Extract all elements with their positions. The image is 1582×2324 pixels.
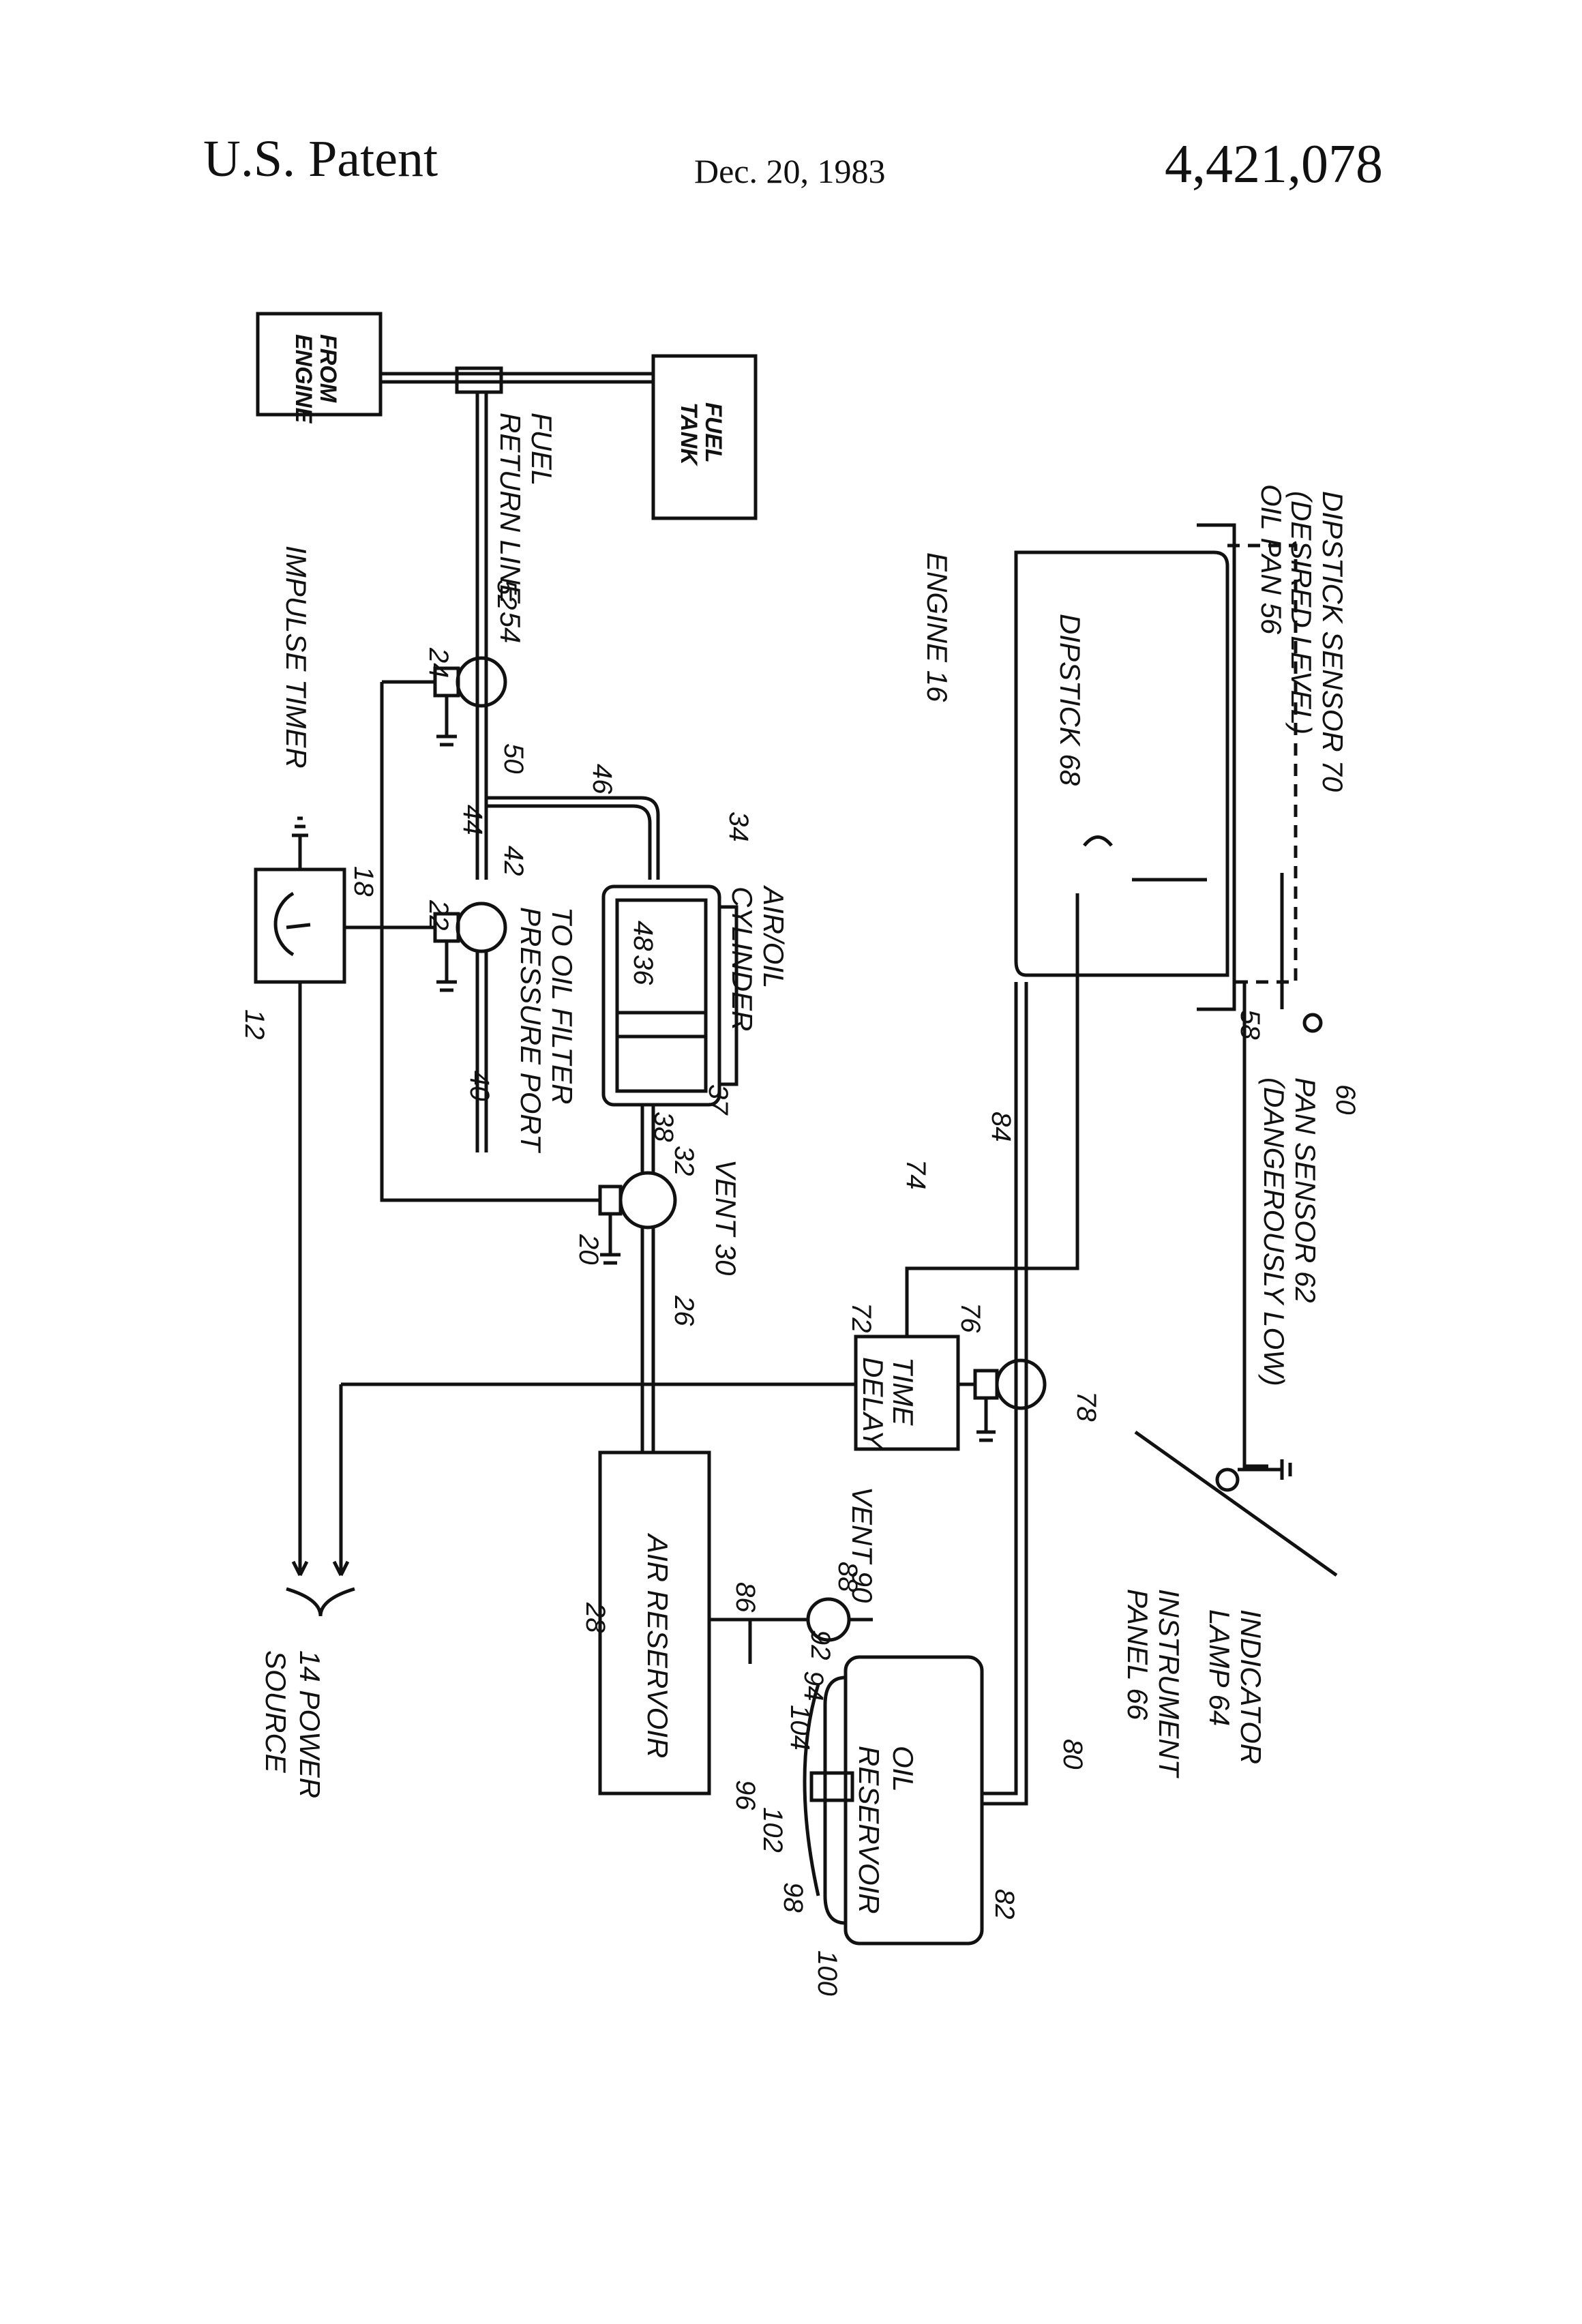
ref-12: 12 [239,1009,269,1040]
ref-82: 82 [989,1889,1019,1920]
ref-28: 28 [580,1602,610,1633]
ref-20: 20 [573,1234,603,1265]
air-reservoir-label: AIR RESERVOIR [642,1532,674,1758]
line-80 [982,982,1026,1804]
pan-sensor-62 [1304,1015,1321,1031]
fuel-tank-label: FUEL TANK [676,402,726,469]
valve-78 [997,1360,1045,1408]
air-oil-cylinder-label: AIR/OIL CYLINDER [726,884,790,1031]
ref-78: 78 [1071,1391,1101,1422]
instrument-panel-label: INSTRUMENT PANEL 66 [1122,1589,1185,1785]
valve-20 [621,1173,675,1227]
indicator-lamp-label: INDICATOR LAMP 64 [1204,1609,1267,1772]
ref-48: 48 [628,921,658,951]
ref-100: 100 [812,1950,842,1996]
time-delay-label: TIME DELAY [857,1357,919,1451]
ref-34: 34 [723,811,753,842]
vent-30-label: VENT 30 [710,1159,742,1276]
oil-pan-label: OIL PAN 56 [1255,484,1287,635]
ref-80: 80 [1058,1739,1088,1770]
fuel-line-horizontal [380,374,653,382]
power-source-label: 14 POWER SOURCE [260,1650,326,1806]
ref-94: 94 [799,1671,829,1701]
pan-sensor-label: PAN SENSOR 62 (DANGEROUSLY LOW) [1258,1077,1322,1386]
ref-92: 92 [805,1630,835,1660]
air-oil-cylinder [603,887,719,1105]
ref-74: 74 [901,1159,931,1190]
indicator-lamp [1217,1470,1238,1490]
ref-72: 72 [846,1302,876,1333]
from-engine-label: FROM ENGINE [290,334,341,424]
ref-50: 50 [498,743,528,774]
power-brace [286,1589,355,1616]
ref-88: 88 [833,1562,863,1592]
ref-86: 86 [730,1582,760,1613]
ref-37: 37 [703,1084,733,1116]
dipstick-label: DIPSTICK 68 [1054,614,1086,786]
ref-84: 84 [986,1112,1016,1142]
ref-42: 42 [498,846,528,876]
ref-38: 38 [648,1112,678,1142]
ref-98: 98 [778,1882,808,1913]
instrument-panel [1135,1432,1337,1575]
ref-46: 46 [587,764,617,794]
ref-96: 96 [730,1780,760,1811]
ref-40: 40 [464,1071,494,1101]
engine-label: ENGINE 16 [921,552,953,702]
ref-22: 22 [423,899,453,931]
ref-60: 60 [1330,1084,1360,1115]
line-86 [709,1620,798,1664]
line-26 [642,1227,653,1452]
ref-102: 102 [758,1807,788,1853]
impulse-timer-label: IMPULSE TIMER [280,546,312,769]
ref-36: 36 [628,955,658,985]
oil-reservoir-label: OIL RESERVOIR [853,1746,919,1914]
valve-24 [458,658,505,706]
oil-filter-port-label: TO OIL FILTER PRESSURE PORT [515,907,578,1154]
ref-24: 24 [423,647,453,679]
ref-26: 26 [669,1295,699,1326]
ref-76: 76 [955,1302,985,1333]
ref-44: 44 [458,805,488,835]
ref-32: 32 [669,1146,699,1176]
ref-104: 104 [785,1705,815,1751]
engine-outline [1016,552,1227,975]
ref-52: 52 [492,580,522,610]
ref-58: 58 [1235,1009,1265,1040]
valve-22 [458,904,505,951]
ref-18: 18 [348,866,378,897]
